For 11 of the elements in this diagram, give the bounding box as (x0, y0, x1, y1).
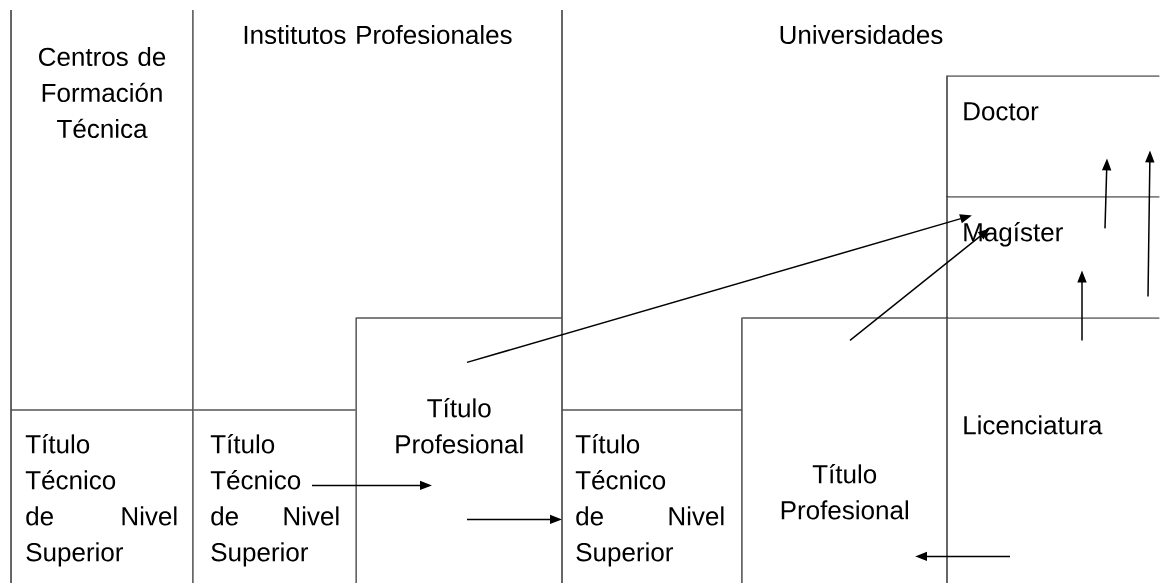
arrow (849, 228, 990, 342)
column-heading: Universidades (780, 25, 943, 45)
column-heading: Centros de Formación Técnica (39, 47, 166, 139)
degree-box: Licenciatura (946, 316, 1160, 583)
degree-box: Doctor (946, 74, 1160, 198)
degree-box: Título Técnico de Nivel Superior (193, 409, 356, 567)
degree-box: Título Profesional (355, 316, 562, 583)
degree-box: Título Profesional (741, 316, 947, 583)
degree-box: Título Técnico de Nivel Superior (11, 409, 193, 567)
column-heading: Institutos Profesionales (244, 25, 512, 45)
degree-box: Título Técnico de Nivel Superior (562, 409, 742, 567)
